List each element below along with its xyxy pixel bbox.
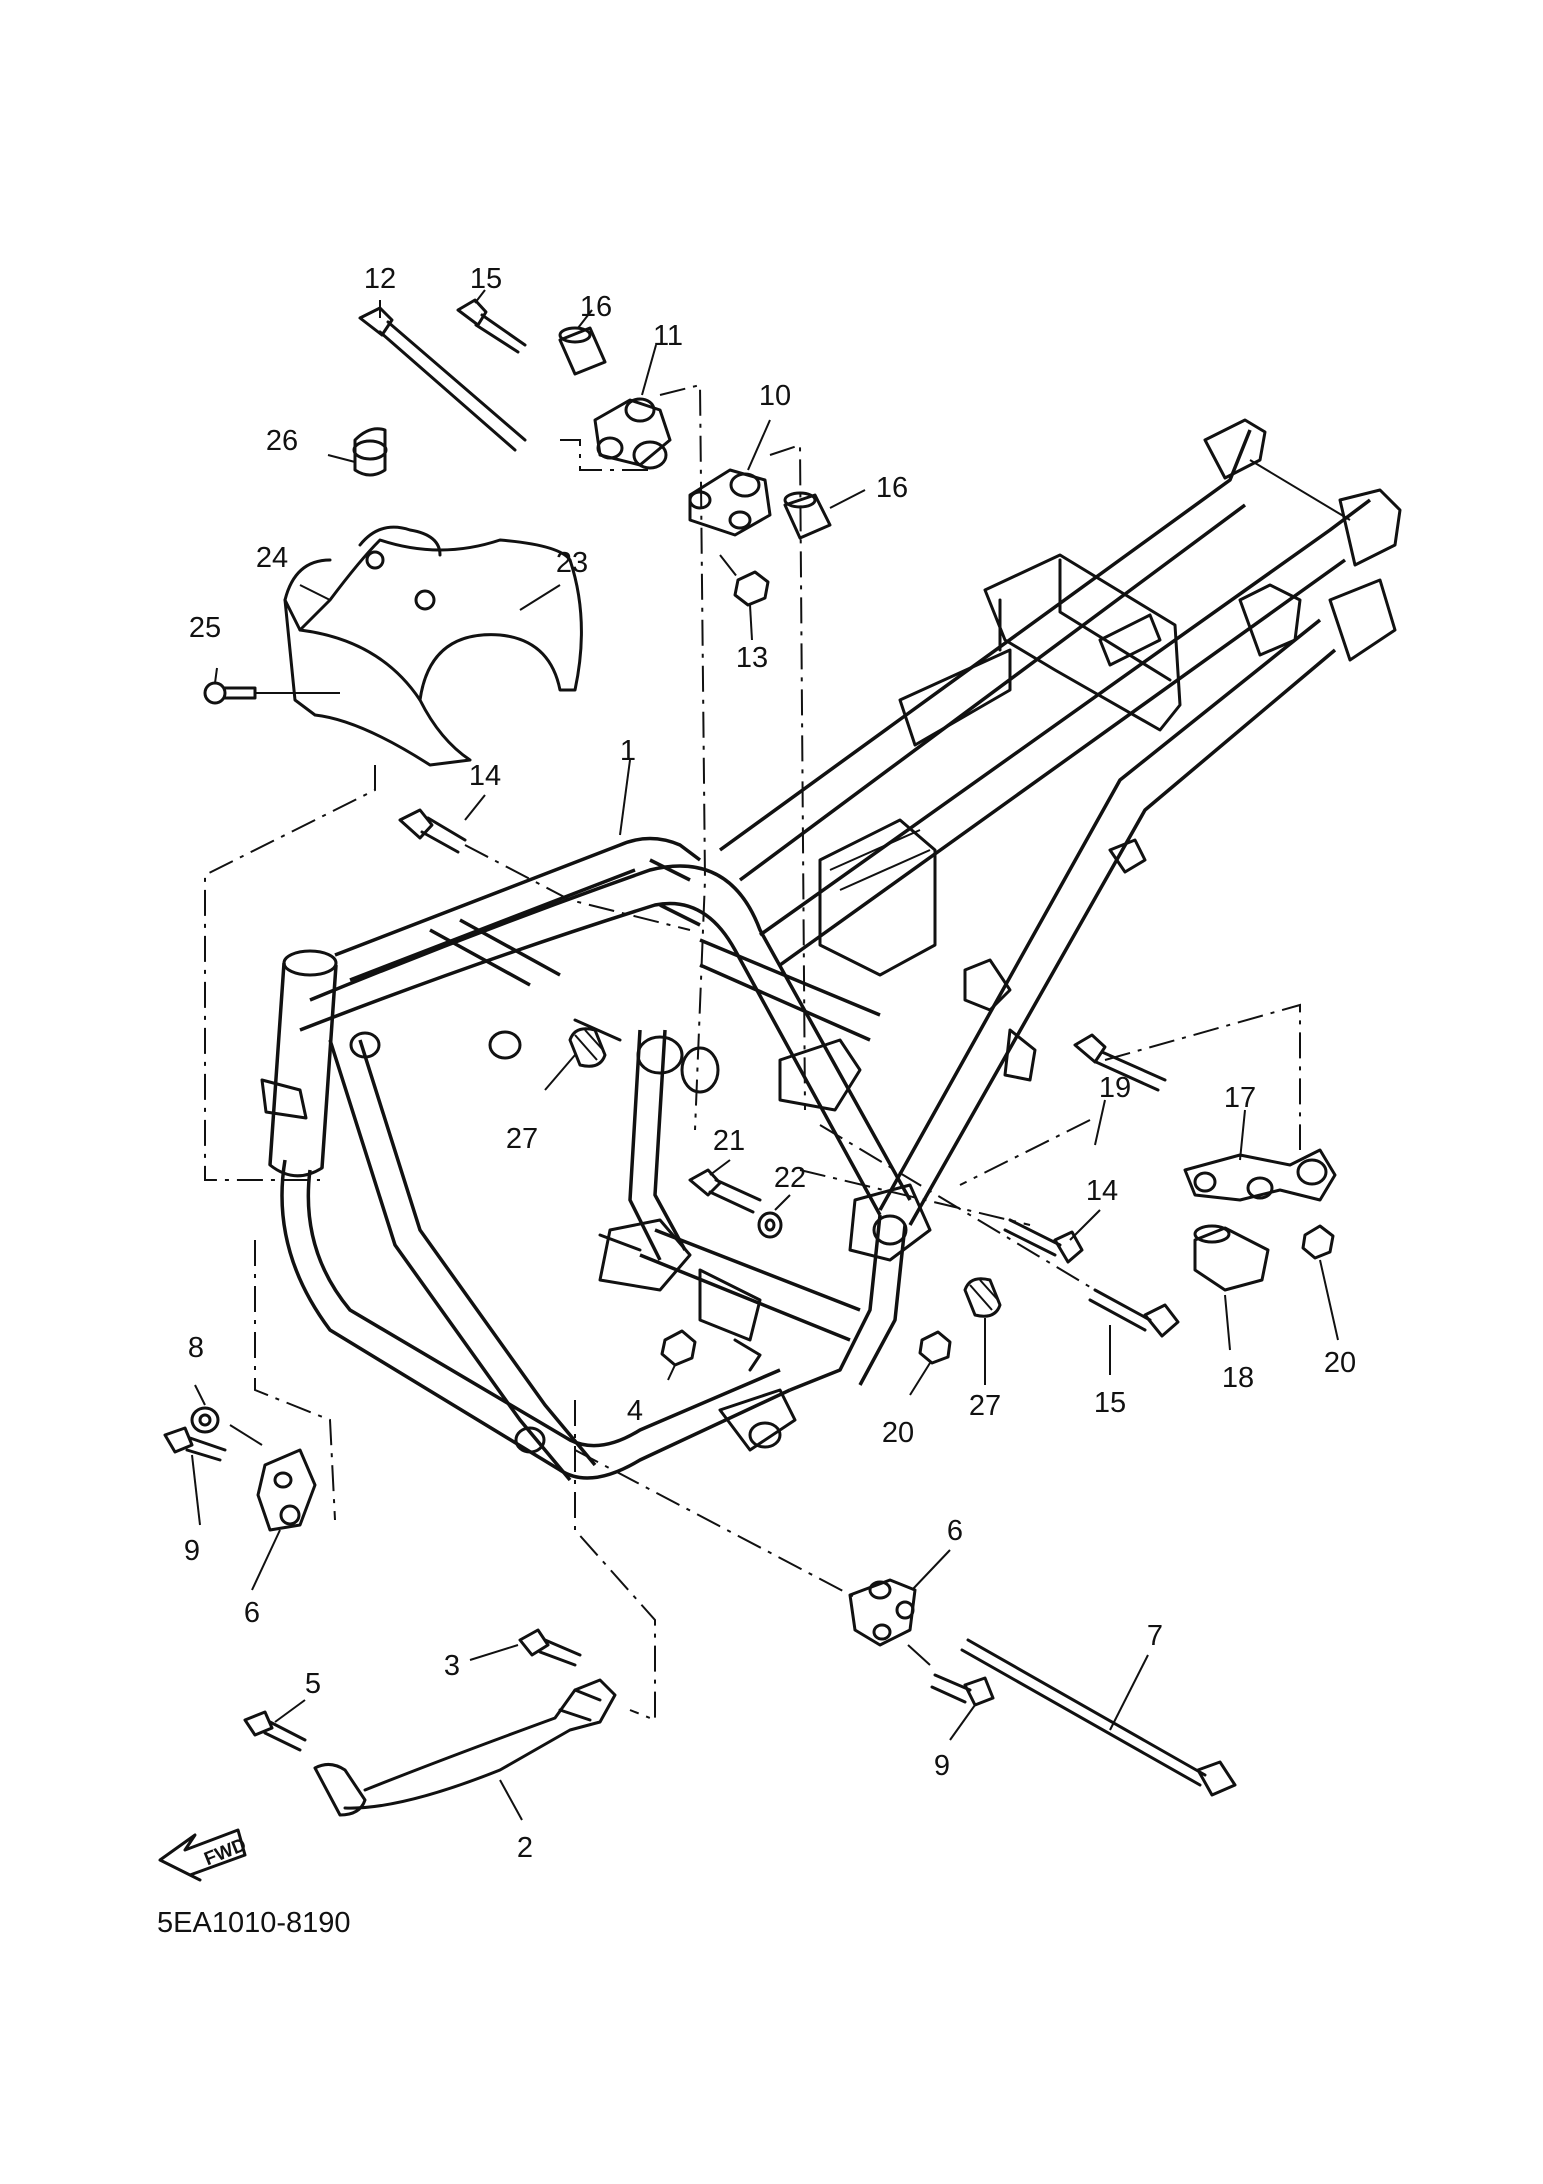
callout-27-left: 27 xyxy=(506,1123,538,1155)
callout-27-right: 27 xyxy=(969,1390,1001,1422)
callout-9-left: 9 xyxy=(184,1535,200,1567)
callout-15-top: 15 xyxy=(470,263,502,295)
callout-7: 7 xyxy=(1147,1620,1163,1652)
callout-25: 25 xyxy=(189,612,221,644)
callout-4: 4 xyxy=(627,1395,643,1427)
callout-21: 21 xyxy=(713,1125,745,1157)
callout-14-lower: 14 xyxy=(1086,1175,1118,1207)
lower-hardware xyxy=(163,765,1237,1817)
callout-24: 24 xyxy=(256,542,288,574)
callout-12: 12 xyxy=(364,263,396,295)
diagram-code: 5EA1010-8190 xyxy=(157,1907,351,1939)
callout-22: 22 xyxy=(774,1162,806,1194)
callout-6-right: 6 xyxy=(947,1515,963,1547)
callout-6-left: 6 xyxy=(244,1597,260,1629)
callout-20-right: 20 xyxy=(1324,1347,1356,1379)
callout-8: 8 xyxy=(188,1332,204,1364)
leader-lines xyxy=(191,289,1339,1821)
callout-9-right: 9 xyxy=(934,1750,950,1782)
callout-20-lower: 20 xyxy=(882,1417,914,1449)
grommet-26 xyxy=(353,427,387,477)
callout-23: 23 xyxy=(556,547,588,579)
right-hardware xyxy=(398,808,1337,1367)
callout-2: 2 xyxy=(517,1832,533,1864)
callout-11: 11 xyxy=(653,320,683,352)
callout-15-lower: 15 xyxy=(1094,1387,1126,1419)
callout-17: 17 xyxy=(1224,1082,1256,1114)
callout-10: 10 xyxy=(759,380,791,412)
callout-14-upper: 14 xyxy=(469,760,501,792)
callout-19: 19 xyxy=(1099,1072,1131,1104)
callout-16-top: 16 xyxy=(580,291,612,323)
callout-16-right: 16 xyxy=(876,472,908,504)
main-frame xyxy=(260,418,1402,1482)
fwd-arrow-icon: FWD xyxy=(158,1828,249,1882)
callouts: 12 15 16 11 10 16 26 24 23 25 13 14 1 19… xyxy=(184,263,1356,1864)
callout-26: 26 xyxy=(266,425,298,457)
callout-1: 1 xyxy=(620,735,636,767)
callout-3: 3 xyxy=(444,1650,460,1682)
cover-assembly xyxy=(203,427,583,767)
callout-5: 5 xyxy=(305,1668,321,1700)
callout-13: 13 xyxy=(736,642,768,674)
top-hardware xyxy=(358,298,832,1131)
callout-18: 18 xyxy=(1222,1362,1254,1394)
